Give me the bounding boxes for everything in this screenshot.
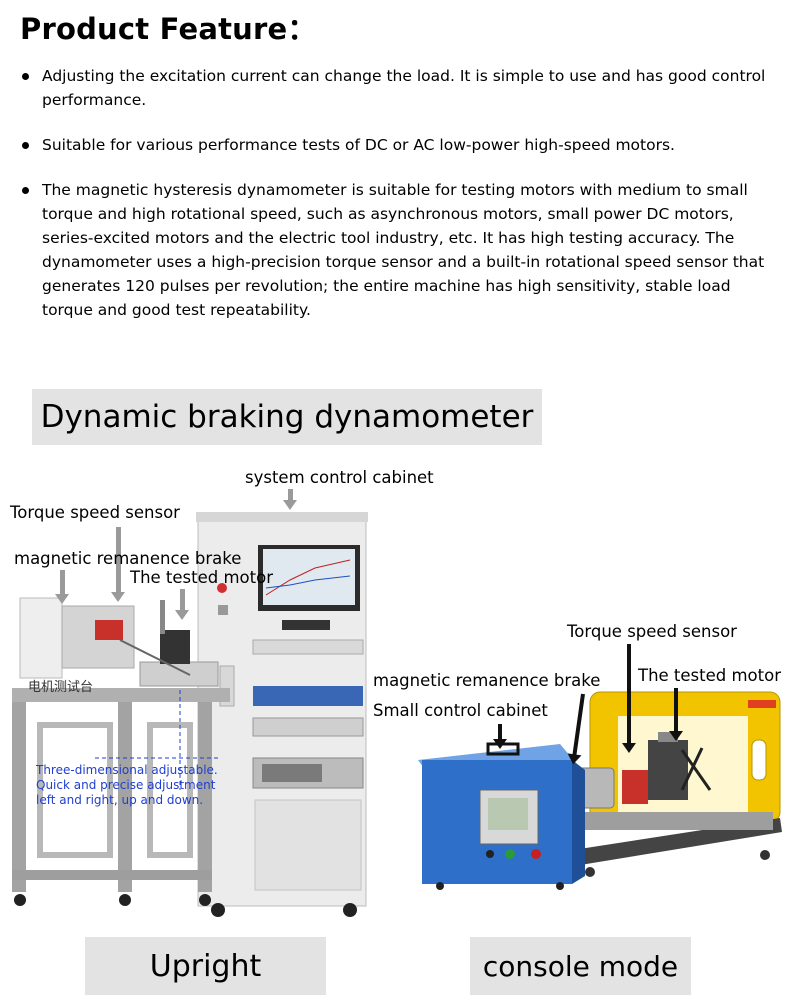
arrow-down-icon bbox=[622, 644, 636, 753]
arrow-down-icon bbox=[283, 489, 297, 510]
label-tested-motor: The tested motor bbox=[130, 568, 274, 587]
arrow-down-icon bbox=[493, 724, 507, 749]
arrow-down-icon bbox=[669, 688, 683, 741]
upright-dynamometer-illustration bbox=[12, 512, 368, 917]
adjustment-note: Three-dimensional adjustable. Quick and … bbox=[36, 763, 218, 807]
label-tested-motor-console: The tested motor bbox=[638, 666, 782, 685]
section-banner: Dynamic braking dynamometer bbox=[32, 389, 542, 445]
label-torque-speed-sensor: Torque speed sensor bbox=[10, 503, 180, 522]
bench-sign: 电机测试台 bbox=[28, 680, 94, 695]
label-magnetic-remanence-brake: magnetic remanence brake bbox=[14, 549, 242, 568]
feature-item: Adjusting the excitation current can cha… bbox=[20, 64, 780, 112]
arrow-down-icon bbox=[175, 589, 189, 620]
label-torque-speed-sensor-console: Torque speed sensor bbox=[567, 622, 737, 641]
arrow-down-icon bbox=[111, 527, 125, 602]
label-small-control-cabinet: Small control cabinet bbox=[373, 701, 548, 720]
bullet-dot-icon bbox=[22, 73, 29, 80]
page-title: Product Feature： bbox=[20, 12, 317, 46]
label-magnetic-remanence-brake-console: magnetic remanence brake bbox=[373, 671, 601, 690]
label-system-control-cabinet: system control cabinet bbox=[245, 468, 434, 487]
caption-console-mode: console mode bbox=[470, 937, 691, 995]
feature-item: Suitable for various performance tests o… bbox=[20, 133, 780, 157]
feature-item: The magnetic hysteresis dynamometer is s… bbox=[20, 178, 780, 322]
bullet-dot-icon bbox=[22, 142, 29, 149]
bullet-dot-icon bbox=[22, 187, 29, 194]
feature-list: Adjusting the excitation current can cha… bbox=[20, 64, 780, 343]
arrow-down-icon bbox=[55, 570, 69, 604]
console-dynamometer-illustration bbox=[418, 691, 782, 890]
caption-upright: Upright bbox=[85, 937, 326, 995]
